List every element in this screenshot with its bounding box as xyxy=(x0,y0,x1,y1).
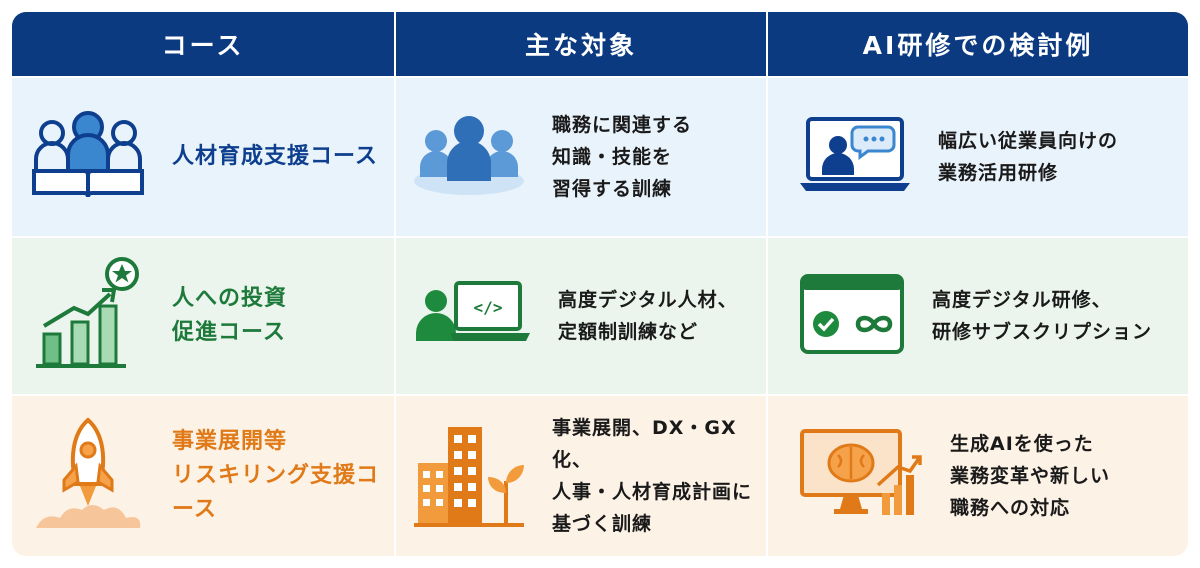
row3-target-cell: 事業展開、DX・GX化、 人事・人材育成計画に 基づく訓練 xyxy=(394,394,766,556)
row2-course-cell: 人への投資 促進コース xyxy=(12,236,394,394)
rocket-icon xyxy=(30,416,146,536)
row3-example-cell: 生成AIを使った 業務変革や新しい 職務への対応 xyxy=(766,394,1188,556)
laptop-chat-icon xyxy=(798,113,912,201)
monitor-brain-chart-icon xyxy=(798,427,924,525)
target-text: 高度デジタル人材、 定額制訓練など xyxy=(558,289,738,343)
person-laptop-code-icon: </> xyxy=(412,279,532,353)
example-text: 生成AIを使った 業務変革や新しい 職務への対応 xyxy=(950,433,1111,519)
course-name: 人材育成支援コース xyxy=(172,144,378,169)
header-example: AI研修での検討例 xyxy=(766,12,1188,76)
target-text: 事業展開、DX・GX化、 人事・人材育成計画に 基づく訓練 xyxy=(552,417,753,535)
row1-course-cell: 人材育成支援コース xyxy=(12,76,394,236)
course-table: コース 主な対象 AI研修での検討例 人材育成支援コース xyxy=(12,12,1188,556)
course-name: 人への投資 促進コース xyxy=(172,286,288,345)
row1-example-cell: 幅広い従業員向けの 業務活用研修 xyxy=(766,76,1188,236)
example-text: 幅広い従業員向けの 業務活用研修 xyxy=(938,130,1119,184)
row2-example-cell: 高度デジタル研修、 研修サブスクリプション xyxy=(766,236,1188,394)
buildings-plant-icon xyxy=(412,421,526,531)
row2-target-cell: </> 高度デジタル人材、 定額制訓練など xyxy=(394,236,766,394)
group-icon xyxy=(412,111,526,203)
header-course: コース xyxy=(12,12,394,76)
course-name: 事業展開等 リスキリング支援コース xyxy=(172,429,380,522)
people-book-icon xyxy=(30,109,146,205)
svg-text:</>: </> xyxy=(474,298,503,317)
example-text: 高度デジタル研修、 研修サブスクリプション xyxy=(932,289,1153,343)
row1-target-cell: 職務に関連する 知識・技能を 習得する訓練 xyxy=(394,76,766,236)
row3-course-cell: 事業展開等 リスキリング支援コース xyxy=(12,394,394,556)
growth-chart-star-icon xyxy=(30,256,146,376)
header-target: 主な対象 xyxy=(394,12,766,76)
target-text: 職務に関連する 知識・技能を 習得する訓練 xyxy=(552,114,693,200)
subscription-card-icon xyxy=(798,272,906,360)
